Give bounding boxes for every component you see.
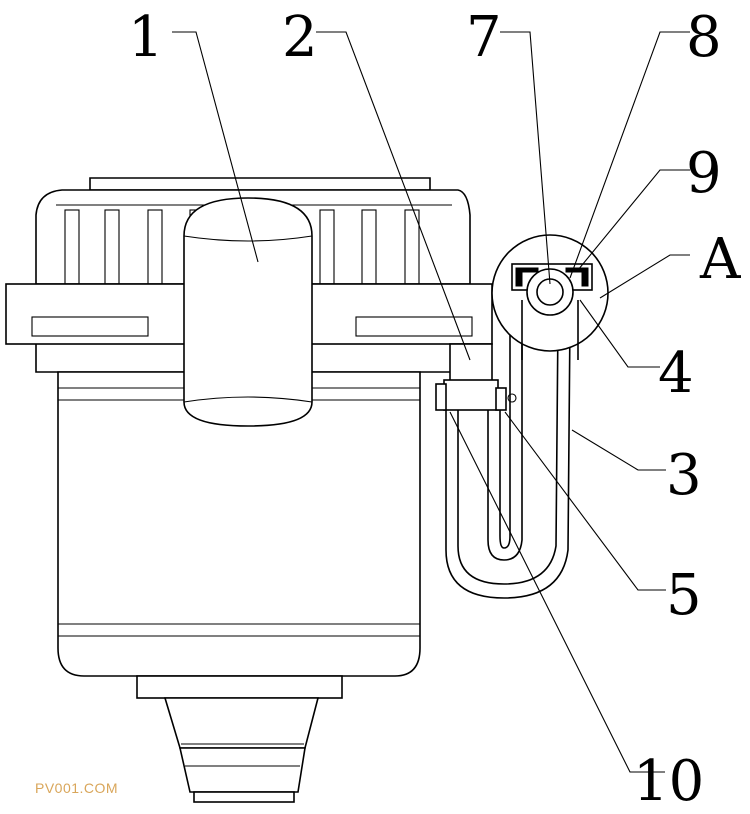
label-a: A [699,227,741,292]
label-1: 1 [128,5,164,70]
label-3: 3 [666,443,702,508]
label-8: 8 [686,5,722,70]
detail-circle-a [491,234,609,360]
label-5: 5 [666,563,702,628]
leader-lines [172,31,690,773]
main-body [57,371,421,677]
u-tube [445,319,571,599]
part-labels: 1 2 7 8 9 A 4 3 5 10 [128,5,741,814]
label-7: 7 [466,5,502,70]
label-2: 2 [282,5,318,70]
central-cylinder [183,197,313,427]
bottom-nozzle [136,675,343,803]
label-10: 10 [633,749,704,814]
label-9: 9 [686,141,722,206]
watermark: PV001.COM [35,780,118,796]
bracket [435,343,517,411]
label-4: 4 [658,341,694,406]
